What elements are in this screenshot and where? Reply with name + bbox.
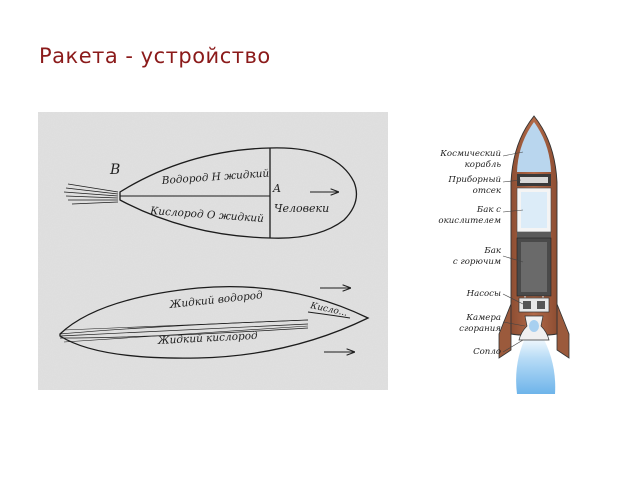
slide-title: Ракета - устройство (39, 44, 271, 68)
label-instrument-1: Приборный (447, 174, 501, 185)
label-chamber-1: Камера (465, 313, 501, 323)
leader-lines (502, 151, 526, 353)
label-oxidizer-2: окислителем (438, 216, 501, 226)
sketch-label-people: Человеки (274, 202, 329, 215)
rocket-labels: Космический корабль Приборный отсек Бак … (438, 149, 501, 357)
label-instrument-2: отсек (473, 186, 502, 196)
sketch-bottom-rocket (59, 286, 370, 359)
label-spacecraft-2: корабль (465, 159, 502, 170)
label-oxidizer-1: Бак с (476, 205, 501, 215)
sketch-bottom-hull (59, 286, 370, 359)
rocket-fin-right (556, 303, 570, 359)
exhaust-plume (516, 334, 556, 394)
sketch-label-liquid-oxygen: Жидкий кислород (157, 330, 259, 347)
sketch-top-hull (119, 147, 358, 239)
spacecraft-compartment (517, 122, 551, 172)
sketch-top-rocket (63, 147, 358, 239)
rocket-fin-left (498, 303, 512, 359)
label-fuel-1: Бак (483, 246, 501, 256)
label-chamber-2: сгорания (459, 324, 501, 334)
label-pumps: Насосы (466, 289, 501, 299)
tsiolkovsky-rocket-sketch: B A Водород Н жидкий Кислород О жидкий Ч… (38, 112, 388, 390)
label-nozzle: Сопло (473, 347, 501, 357)
rocket-cutaway-diagram: Космический корабль Приборный отсек Бак … (438, 115, 570, 394)
label-spacecraft-1: Космический (439, 149, 501, 159)
sketch-point-a: A (272, 182, 281, 195)
sketch-top-exhaust (63, 183, 119, 205)
label-fuel-2: с горючим (453, 257, 501, 267)
sketch-point-b: B (109, 162, 120, 178)
